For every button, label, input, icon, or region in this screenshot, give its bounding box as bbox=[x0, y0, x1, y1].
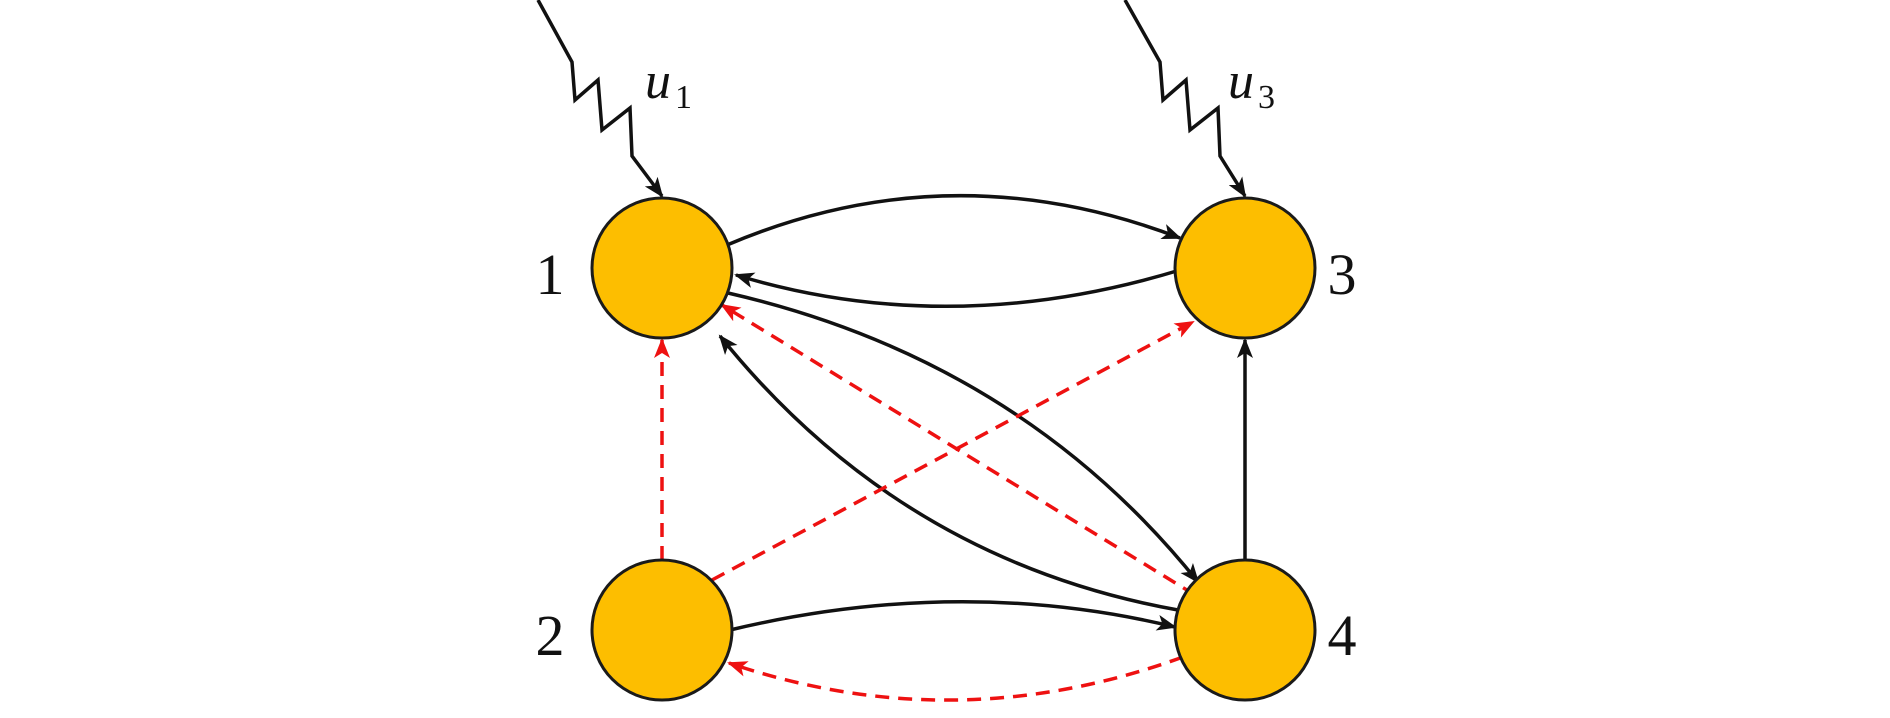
edge-4-to-1 bbox=[718, 334, 1179, 612]
edge-1-to-4 bbox=[727, 291, 1200, 584]
node-2-label: 2 bbox=[536, 603, 565, 668]
input-u1-symbol: u bbox=[645, 53, 671, 110]
edge-2-to-4 bbox=[729, 600, 1177, 632]
input-u3-symbol: u bbox=[1228, 53, 1254, 110]
node-3-label: 3 bbox=[1328, 242, 1357, 307]
node-1 bbox=[590, 196, 734, 340]
node-4-label: 4 bbox=[1328, 603, 1357, 668]
node-4 bbox=[1173, 558, 1317, 702]
node-3 bbox=[1173, 196, 1317, 340]
input-u1-subscript: 1 bbox=[675, 79, 692, 116]
node-1-label: 1 bbox=[536, 242, 565, 307]
input-u3-arrow bbox=[1123, 0, 1247, 198]
node-2 bbox=[590, 558, 734, 702]
edge-2-to-3-dashed bbox=[711, 320, 1195, 582]
edge-1-to-3 bbox=[726, 194, 1182, 247]
input-u1-arrow bbox=[536, 0, 664, 198]
input-u3-subscript: 3 bbox=[1258, 79, 1275, 116]
edge-3-to-1 bbox=[734, 268, 1181, 308]
edge-4-to-1-dashed bbox=[720, 303, 1196, 597]
edge-4-to-2-dashed bbox=[727, 655, 1184, 702]
